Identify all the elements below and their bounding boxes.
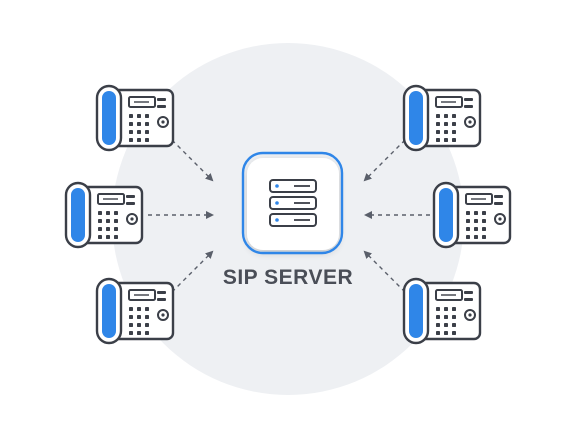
desk-phone-icon [95, 277, 175, 345]
server-rack-icon [269, 179, 317, 227]
desk-phone-icon [95, 84, 175, 152]
server-node [241, 151, 344, 255]
desk-phone-icon [402, 84, 482, 152]
desk-phone-icon [64, 181, 144, 249]
connector-arrows [148, 139, 430, 293]
desk-phone-icon [432, 181, 512, 249]
arrow-left-top [171, 139, 214, 182]
arrow-left-bottom [171, 250, 214, 293]
arrow-right-bottom [363, 250, 406, 293]
desk-phone-icon [402, 277, 482, 345]
server-label: SIP SERVER [222, 266, 354, 289]
arrow-right-top [363, 139, 406, 182]
